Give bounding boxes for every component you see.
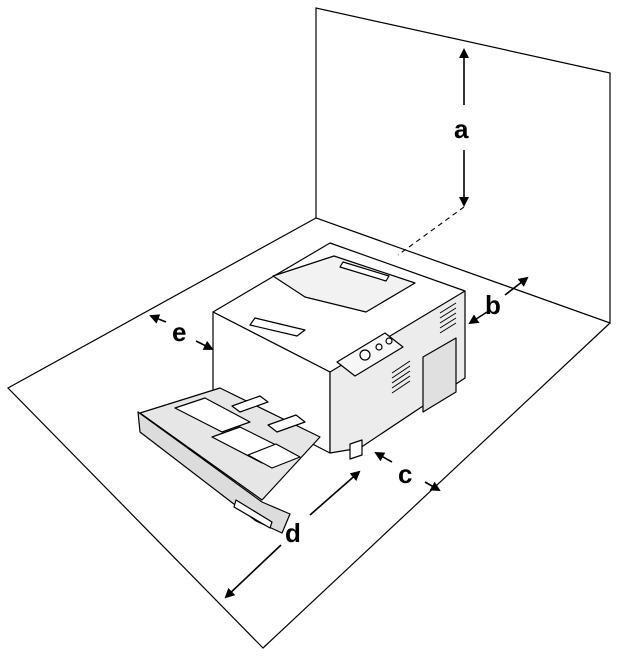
paper-guides (174, 395, 306, 469)
wall-reference-dashed (397, 206, 465, 256)
output-tray-stopper (339, 261, 390, 282)
panel-button-1 (375, 343, 383, 351)
label-b: b (485, 290, 501, 320)
arrow-b-in (468, 311, 488, 325)
cassette-front (137, 411, 291, 534)
printer-side (329, 290, 466, 454)
dimension-arrows (149, 48, 529, 599)
label-d: d (285, 518, 301, 548)
printer (212, 242, 466, 460)
printer-foot (349, 439, 363, 460)
cassette-handle (233, 499, 273, 529)
arrow-d-down (224, 544, 282, 599)
arrow-e-out (149, 314, 167, 324)
side-vents (391, 302, 457, 394)
panel-button-2 (385, 337, 393, 345)
arrow-c-out (424, 481, 441, 491)
side-access-door (422, 337, 457, 413)
paper-cassette (137, 387, 321, 534)
arrow-c-in (374, 452, 393, 463)
front-cover-handle (249, 317, 306, 337)
arrow-b-out (504, 276, 529, 296)
label-c: c (398, 459, 412, 489)
label-a: a (454, 114, 469, 144)
label-e: e (172, 317, 186, 347)
power-button (359, 349, 371, 361)
arrow-e-in (195, 340, 214, 350)
output-tray (272, 255, 416, 313)
arrow-d-up (309, 470, 361, 516)
